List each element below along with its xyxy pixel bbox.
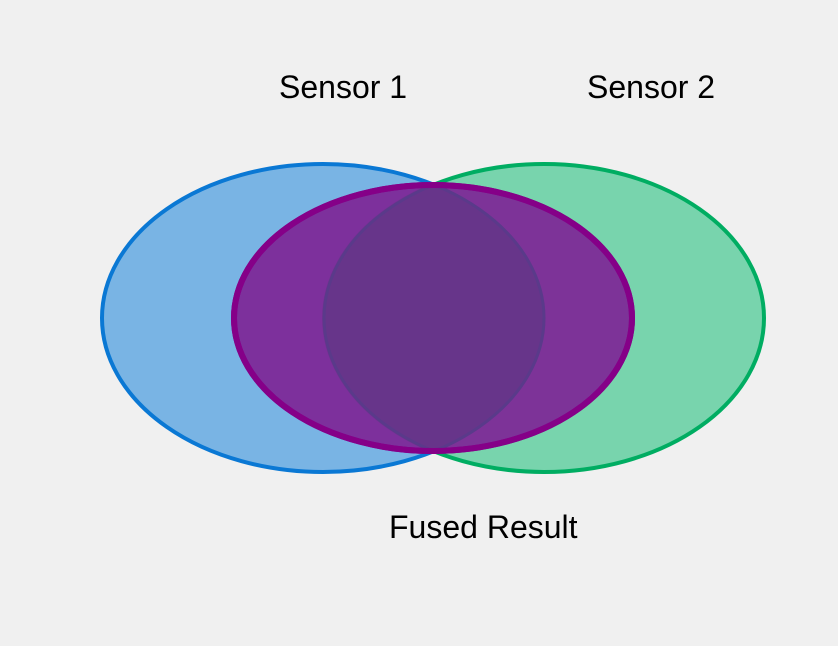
sensor2-label: Sensor 2 <box>587 69 715 105</box>
sensor1-label: Sensor 1 <box>279 69 407 105</box>
fused-result-border <box>231 182 635 454</box>
fused-result-label: Fused Result <box>389 509 578 545</box>
overlap-outlines <box>322 164 546 472</box>
overlap-region <box>324 164 544 472</box>
